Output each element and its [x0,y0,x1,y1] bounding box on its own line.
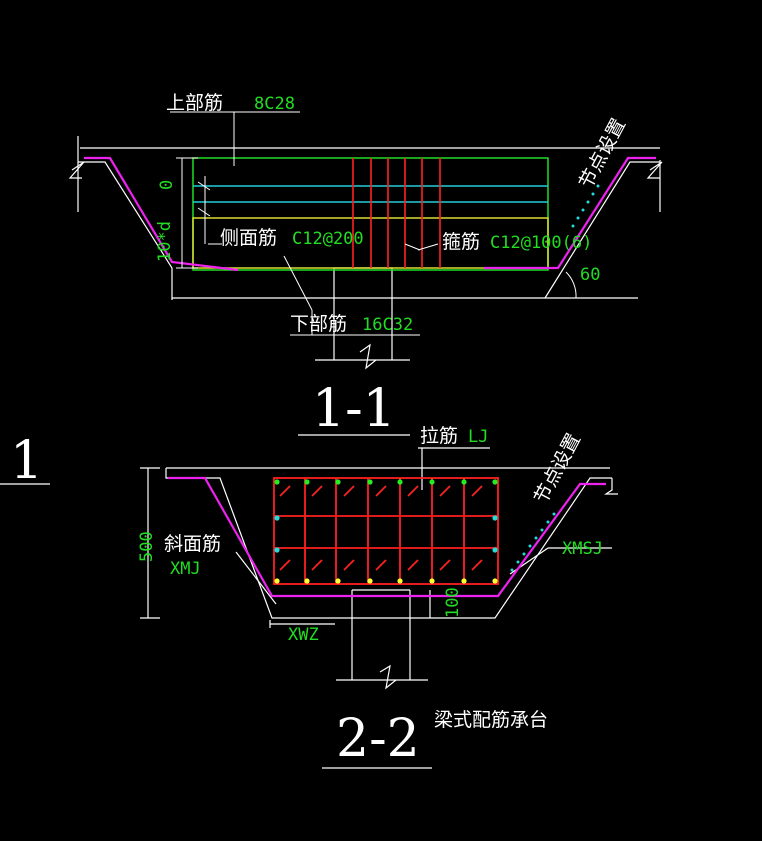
section-1-1: 上部筋 8C28 0 10*d 侧面筋 C12@200 箍筋 C12@100(6… [68,92,663,439]
tie-bar-code: LJ [468,427,488,447]
slope-bar-name: 斜面筋 [164,533,221,555]
slope-bar-code: XMJ [170,559,201,579]
section-1-1-title: 1-1 [312,379,396,439]
bottom-bar-code: 16C32 [362,315,413,335]
section-2-2-outline [140,447,618,769]
dim-10d: 10*d [155,221,175,262]
side-bar-code: C12@200 [292,229,364,249]
node-dots-1-1 [571,184,600,228]
stirrups-2-2 [273,477,499,585]
rebar-dots-top [274,479,498,485]
tie-bar-name: 拉筋 [420,425,458,447]
side-marker-text: 1 [10,431,43,491]
dimensions-1-1 [170,111,577,336]
dim-500: 500 [137,531,157,562]
section-2-2-title: 2-2 [336,709,420,769]
slope-bars-1-1 [84,156,656,272]
angle-60: 60 [580,265,600,285]
drawing-title: 梁式配筋承台 [434,709,548,731]
rebar-dots-side [274,515,498,553]
node-dots-2-2 [510,512,556,572]
node-setting-1: 节点设置 [575,115,630,192]
slope-bars-2-2 [168,476,606,598]
dim-100: 100 [443,587,463,618]
slope-top-code: XMSJ [562,539,603,559]
rebar-dots-bottom [274,578,498,584]
top-bar-code: 8C28 [254,94,295,114]
dim-zero: 0 [157,180,177,190]
stirrup-name: 箍筋 [442,231,480,253]
stirrups-1-1 [352,158,441,268]
side-bar-name: 侧面筋 [220,227,277,249]
stirrup-code: C12@100(6) [490,233,592,253]
top-bar-name: 上部筋 [166,92,223,114]
section-2-2: 拉筋 LJ 节点设置 斜面筋 XMJ XMSJ 500 100 XWZ 2-2 … [137,425,618,769]
side-marker: 1 [0,431,50,491]
xwz-code: XWZ [288,625,319,645]
node-setting-2: 节点设置 [530,430,585,507]
bottom-bar-name: 下部筋 [290,313,347,335]
